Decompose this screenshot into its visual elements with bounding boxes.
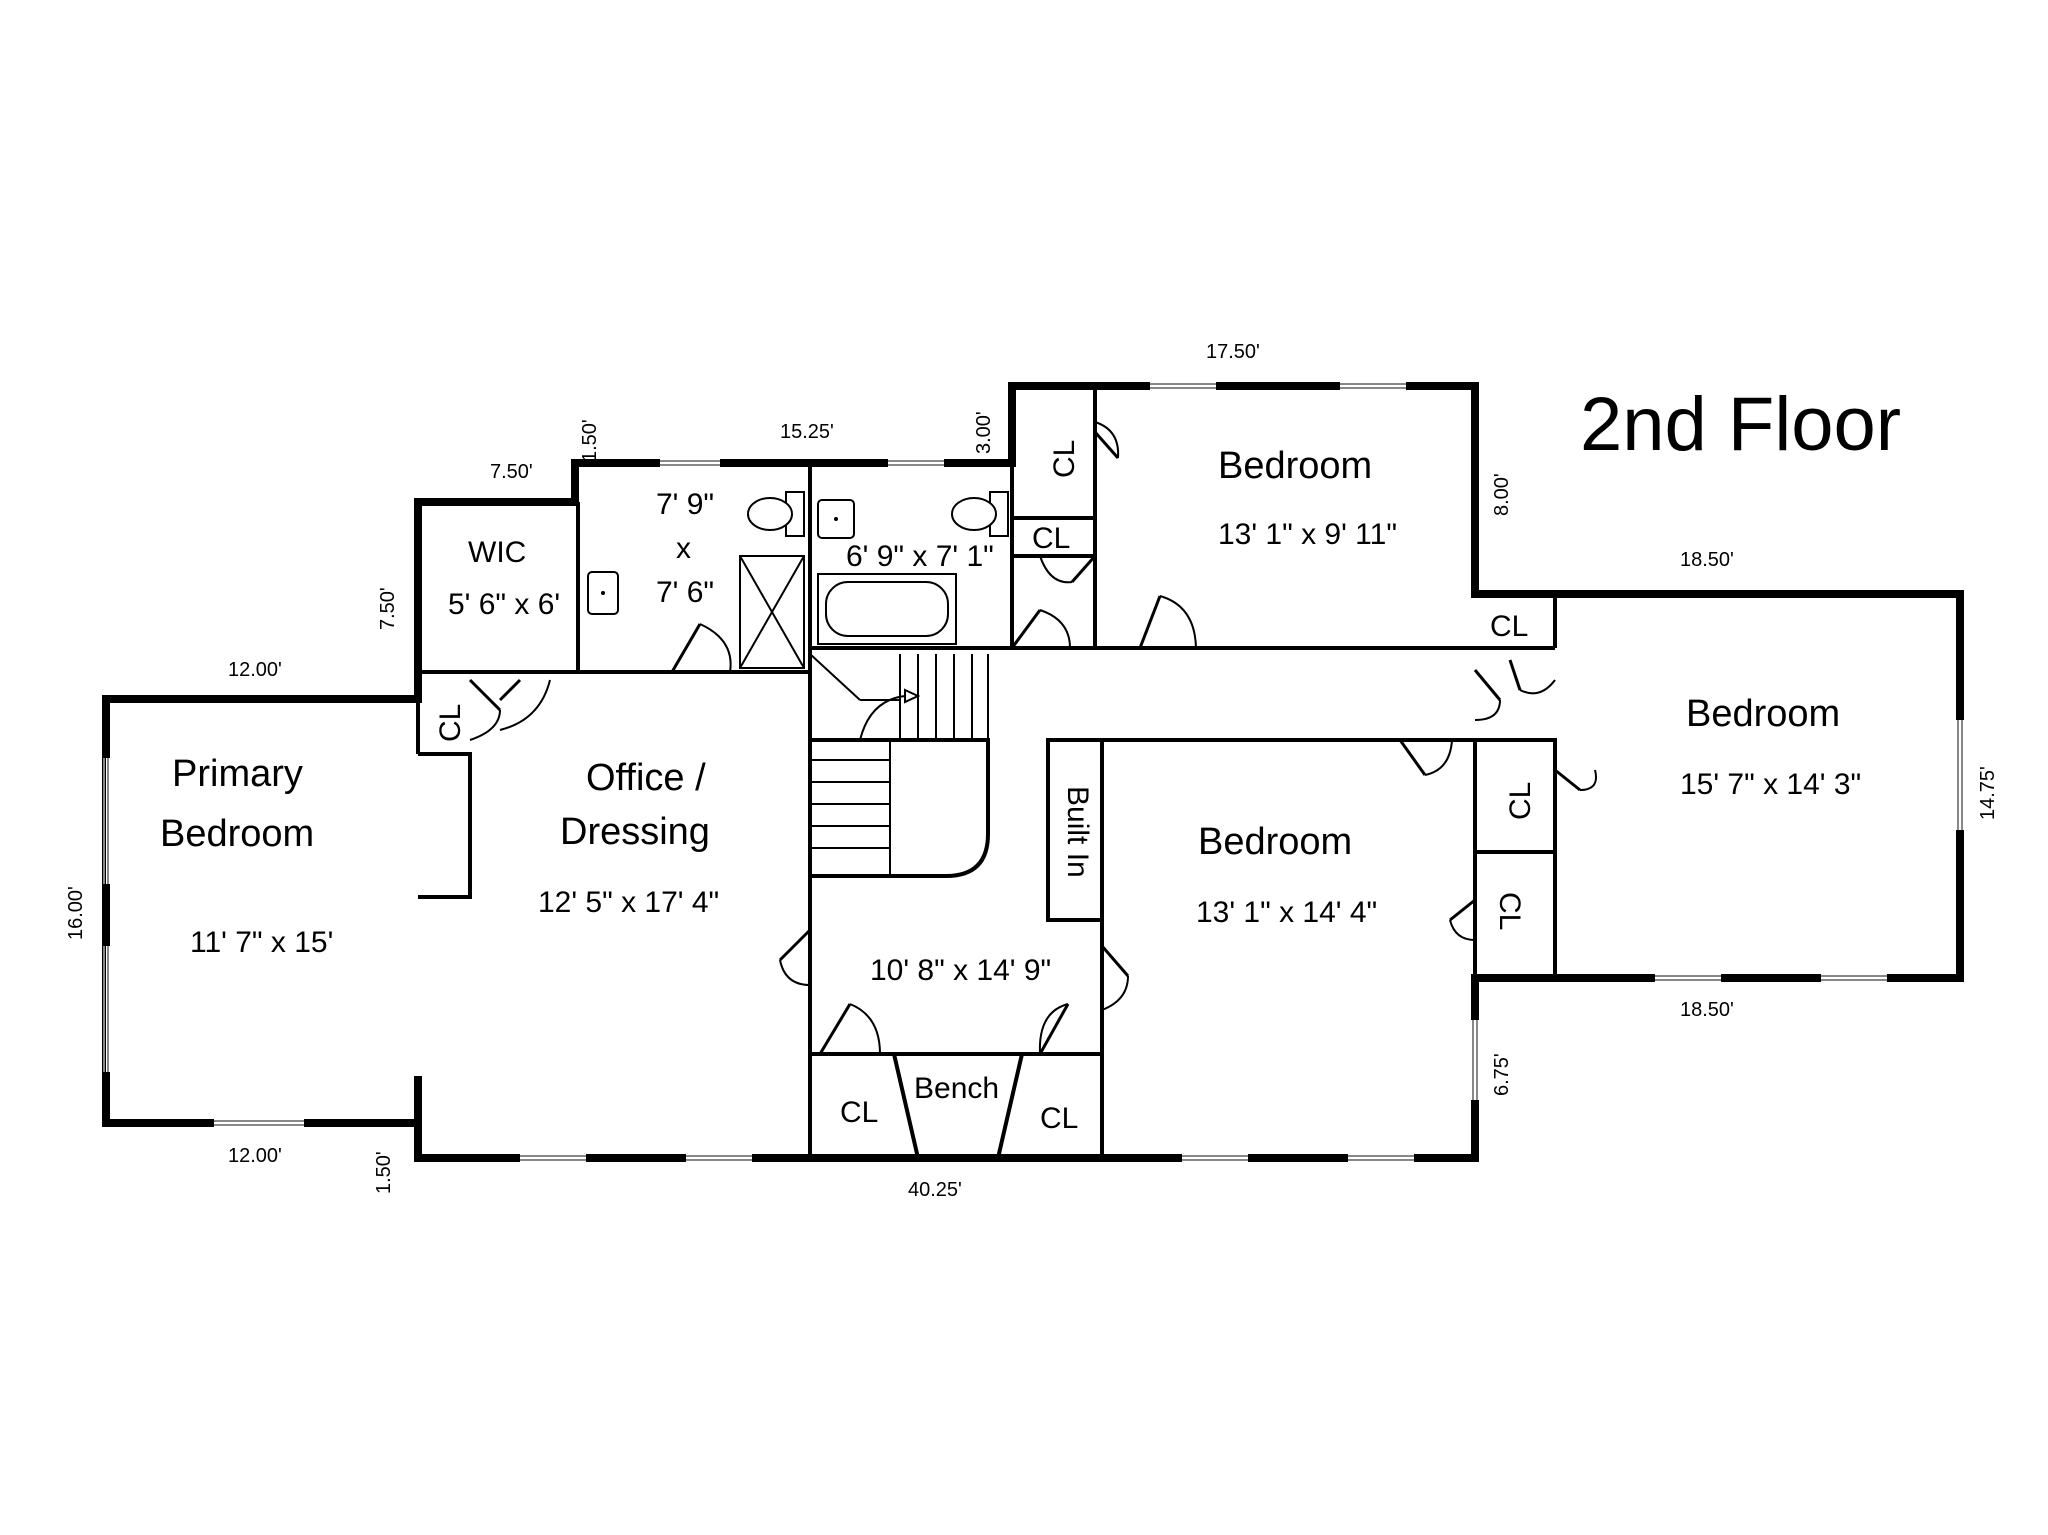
dim-primary-bottom: 12.00' [228, 1145, 282, 1167]
bedroom-top-label: Bedroom [1218, 445, 1372, 487]
bath-1-dims-line1: 7' 9" [656, 488, 714, 521]
bedroom-top-dims: 13' 1" x 9' 11" [1218, 518, 1397, 551]
wic-label: WIC [468, 536, 526, 569]
closet-label: CL [1048, 440, 1081, 478]
primary-bedroom-dims: 11' 7" x 15' [190, 926, 333, 959]
closet-label: CL [434, 704, 467, 742]
bench-label: Bench [914, 1072, 999, 1105]
dim-primary-top: 12.00' [228, 659, 282, 681]
closet-label: CL [1504, 782, 1537, 820]
windows [103, 382, 1964, 1162]
dim-bath-top: 15.25' [780, 421, 834, 443]
bath-fixtures [587, 491, 1009, 669]
doors [468, 421, 1597, 1055]
dim-right-bottom: 18.50' [1680, 999, 1734, 1021]
closet-label: CL [1040, 1102, 1078, 1135]
interior-walls [416, 386, 1557, 1159]
bath-1-dims-line3: 7' 6" [656, 576, 714, 609]
dim-step-bath: 3.00' [973, 411, 995, 454]
dim-right-top: 18.50' [1680, 549, 1734, 571]
primary-bedroom-label-line2: Bedroom [160, 813, 314, 855]
bath-1-dims-line2: x [676, 532, 691, 565]
dim-bedroom-top-right: 8.00' [1491, 473, 1513, 516]
dim-bottom-step: 1.50' [373, 1151, 395, 1194]
bath-2-dims: 6' 9" x 7' 1" [846, 540, 994, 573]
staircase [809, 653, 989, 876]
closet-label: CL [1490, 610, 1528, 643]
closet-label: CL [840, 1096, 878, 1129]
bedroom-middle-label: Bedroom [1198, 821, 1352, 863]
dim-right-side: 14.75' [1977, 766, 1999, 820]
closet-label: CL [1493, 892, 1526, 930]
office-label: Office / [586, 757, 706, 799]
dim-wic-left: 7.50' [377, 587, 399, 630]
plan-title: 2nd Floor [1580, 382, 1901, 467]
dim-primary-left: 16.00' [65, 886, 87, 940]
dim-lower-right-step: 6.75' [1491, 1053, 1513, 1096]
hall-dims: 10' 8" x 14' 9" [870, 954, 1051, 987]
dim-bedroom-top-width: 17.50' [1206, 341, 1260, 363]
dim-step-top: 1.50' [579, 419, 601, 462]
dim-wic-top: 7.50' [490, 461, 533, 483]
built-in-label: Built In [1061, 786, 1094, 878]
wic-dims: 5' 6" x 6' [448, 588, 560, 621]
primary-bedroom-label: Primary [172, 753, 303, 795]
office-label-line2: Dressing [560, 811, 710, 853]
bedroom-right-dims: 15' 7" x 14' 3" [1680, 768, 1861, 801]
dim-bottom-total: 40.25' [908, 1179, 962, 1201]
closet-label: CL [1032, 522, 1070, 555]
office-dims: 12' 5" x 17' 4" [538, 886, 719, 919]
bedroom-middle-dims: 13' 1" x 14' 4" [1196, 896, 1377, 929]
bedroom-right-label: Bedroom [1686, 693, 1840, 735]
